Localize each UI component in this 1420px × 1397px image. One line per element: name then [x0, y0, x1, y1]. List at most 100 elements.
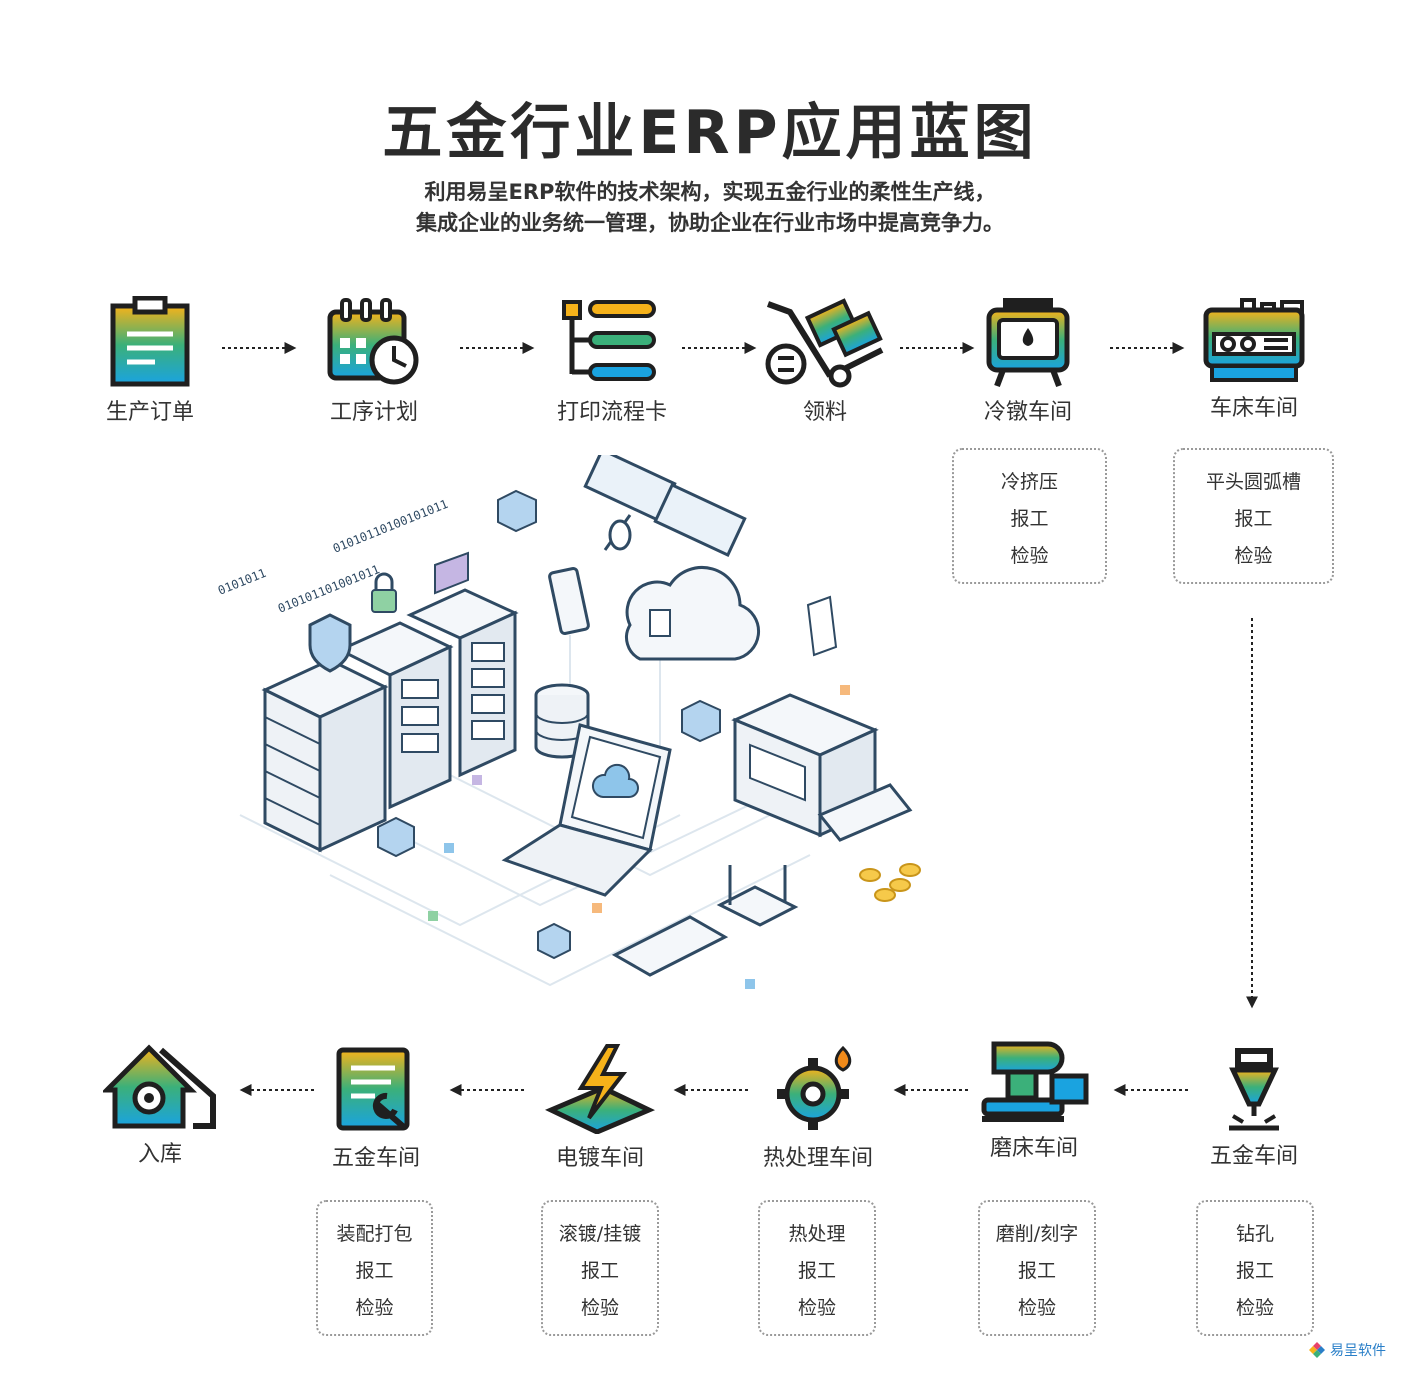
step-hardware-drilling: 五金车间 [1154, 1044, 1354, 1170]
cube-icons [377, 489, 850, 989]
step-label: 热处理车间 [762, 1146, 873, 1171]
flow-arrow-down [1246, 618, 1258, 1009]
step-label: 磨床车间 [989, 1136, 1078, 1161]
step-hardware-assembly: 五金车间 [276, 1046, 476, 1172]
page-title: 五金行业ERP应用蓝图 [382, 98, 1038, 168]
flow-arrow [900, 342, 975, 354]
task-item: 报工 [580, 1260, 619, 1282]
step-grinding: 磨床车间 [934, 1040, 1134, 1162]
task-item: 检验 [1017, 1297, 1056, 1319]
step-label: 打印流程卡 [556, 400, 667, 425]
flow-arrow [449, 1084, 524, 1096]
lathe-icon [1203, 298, 1305, 382]
hand-truck-icon [765, 298, 884, 388]
calendar-clock-icon [327, 298, 419, 385]
flowchart-icon [562, 300, 656, 381]
brand-logo: 易呈软件 [1308, 1340, 1386, 1360]
drill-icon [1229, 1048, 1279, 1131]
step-warehouse-in: 入库 [60, 1042, 260, 1168]
phone-icon [548, 567, 590, 635]
folder-icon [434, 551, 469, 595]
step-material-pick: 领料 [725, 298, 925, 426]
step-cold-heading: 冷镦车间 [928, 296, 1128, 426]
step-process-plan: 工序计划 [274, 298, 474, 426]
lightning-plate-icon [545, 1044, 655, 1134]
task-item: 检验 [1234, 545, 1273, 567]
warehouse-icon [103, 1044, 216, 1129]
step-label: 五金车间 [1209, 1144, 1298, 1169]
task-item: 检验 [797, 1297, 836, 1319]
erp-architecture-illustration: 0101011 010101101001011 0101011010010101… [216, 455, 921, 989]
task-item: 报工 [797, 1260, 836, 1282]
document-icon [806, 595, 838, 657]
satellite-icon [583, 455, 747, 558]
step-label: 领料 [802, 400, 847, 425]
flow-arrow [893, 1084, 968, 1096]
task-item: 报工 [1010, 508, 1049, 530]
flow-arrow [239, 1084, 314, 1096]
flow-arrow [1110, 342, 1185, 354]
router-icon [716, 865, 799, 927]
flow-arrow [1113, 1084, 1188, 1096]
task-item: 钻孔 [1235, 1223, 1274, 1245]
step-production-order: 生产订单 [50, 296, 250, 426]
task-box-lathe: 平头圆弧槽 报工 检验 [1173, 448, 1334, 584]
step-electroplating: 电镀车间 [500, 1044, 700, 1172]
task-box-heat-treatment: 热处理 报工 检验 [758, 1200, 876, 1336]
document-wrench-icon [336, 1047, 410, 1131]
press-machine-icon [986, 298, 1070, 388]
step-label: 工序计划 [329, 400, 418, 425]
task-item: 报工 [1017, 1260, 1056, 1282]
task-item: 报工 [355, 1260, 394, 1282]
step-heat-treatment: 热处理车间 [718, 1044, 918, 1172]
step-label: 电镀车间 [555, 1146, 644, 1171]
server-rack-large [261, 658, 389, 853]
tablet-icon [611, 915, 729, 977]
task-item: 滚镀/挂镀 [558, 1223, 642, 1245]
task-item: 报工 [1235, 1260, 1274, 1282]
task-box-drilling: 钻孔 报工 检验 [1196, 1200, 1314, 1336]
task-item: 检验 [355, 1297, 394, 1319]
step-label: 生产订单 [105, 400, 194, 425]
gear-flame-icon [777, 1045, 852, 1130]
step-lathe: 车床车间 [1154, 298, 1354, 422]
task-box-electroplating: 滚镀/挂镀 报工 检验 [541, 1200, 659, 1336]
binary-text-2: 010101101001011 [276, 562, 382, 616]
brand-diamond-icon [1309, 1342, 1325, 1358]
server-rack-middle [336, 621, 454, 810]
step-print-flow-card: 打印流程卡 [512, 298, 712, 426]
laptop-icon [501, 723, 672, 897]
lock-icon [371, 572, 397, 613]
step-label: 五金车间 [331, 1146, 420, 1171]
binary-text-1: 0101011 [216, 566, 268, 598]
task-item: 报工 [1234, 508, 1273, 530]
task-box-grinding: 磨削/刻字 报工 检验 [978, 1200, 1096, 1336]
brand-name: 易呈软件 [1330, 1343, 1386, 1359]
task-box-cold-heading: 冷挤压 报工 检验 [952, 448, 1107, 584]
server-rack-tall [406, 588, 519, 778]
step-label: 入库 [137, 1142, 182, 1167]
subtitle-line-1: 利用易呈ERP软件的技术架构，实现五金行业的柔性生产线， [424, 180, 996, 204]
subtitle-line-2: 集成企业的业务统一管理，协助企业在行业市场中提高竞争力。 [416, 211, 1004, 235]
flow-arrow [682, 342, 757, 354]
task-item: 冷挤压 [1000, 471, 1058, 493]
step-label: 冷镦车间 [983, 400, 1072, 425]
binary-text-3: 01010110100101011 [331, 497, 450, 556]
task-item: 检验 [1010, 545, 1049, 567]
grinder-icon [981, 1041, 1089, 1122]
shield-icon [308, 613, 352, 673]
task-item: 热处理 [788, 1223, 846, 1245]
flow-arrow [673, 1084, 748, 1096]
task-item: 检验 [1235, 1297, 1274, 1319]
machine-icon [731, 693, 921, 902]
cloud-icon [625, 566, 761, 661]
clipboard-icon [110, 296, 190, 387]
task-item: 磨削/刻字 [995, 1223, 1079, 1245]
task-box-assembly: 装配打包 报工 检验 [316, 1200, 433, 1336]
task-item: 装配打包 [336, 1223, 413, 1245]
step-label: 车床车间 [1209, 396, 1298, 421]
task-item: 平头圆弧槽 [1205, 471, 1301, 493]
flow-arrow [460, 342, 535, 354]
flow-arrow [222, 342, 297, 354]
task-item: 检验 [580, 1297, 619, 1319]
